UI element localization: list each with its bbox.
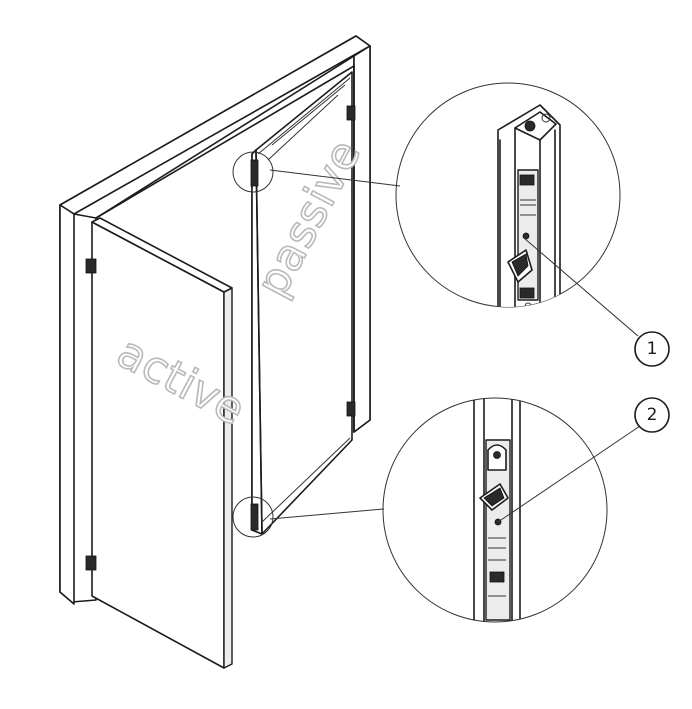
right-hinges xyxy=(346,105,356,417)
callout-1: 1 xyxy=(523,237,670,367)
active-door: active xyxy=(91,217,254,669)
left-hinges xyxy=(85,258,97,571)
callout-1-number: 1 xyxy=(647,339,658,359)
passive-edge-locks xyxy=(250,159,259,531)
top-lock-marker xyxy=(232,151,274,193)
detail-bottom-bolt xyxy=(382,397,608,623)
bottom-lock-marker xyxy=(232,496,274,538)
callout-2: 2 xyxy=(497,397,670,523)
passive-door: passive xyxy=(246,71,372,535)
detail-top-bolt xyxy=(395,82,621,308)
callout-2-number: 2 xyxy=(647,405,658,425)
door-frame xyxy=(59,35,371,605)
